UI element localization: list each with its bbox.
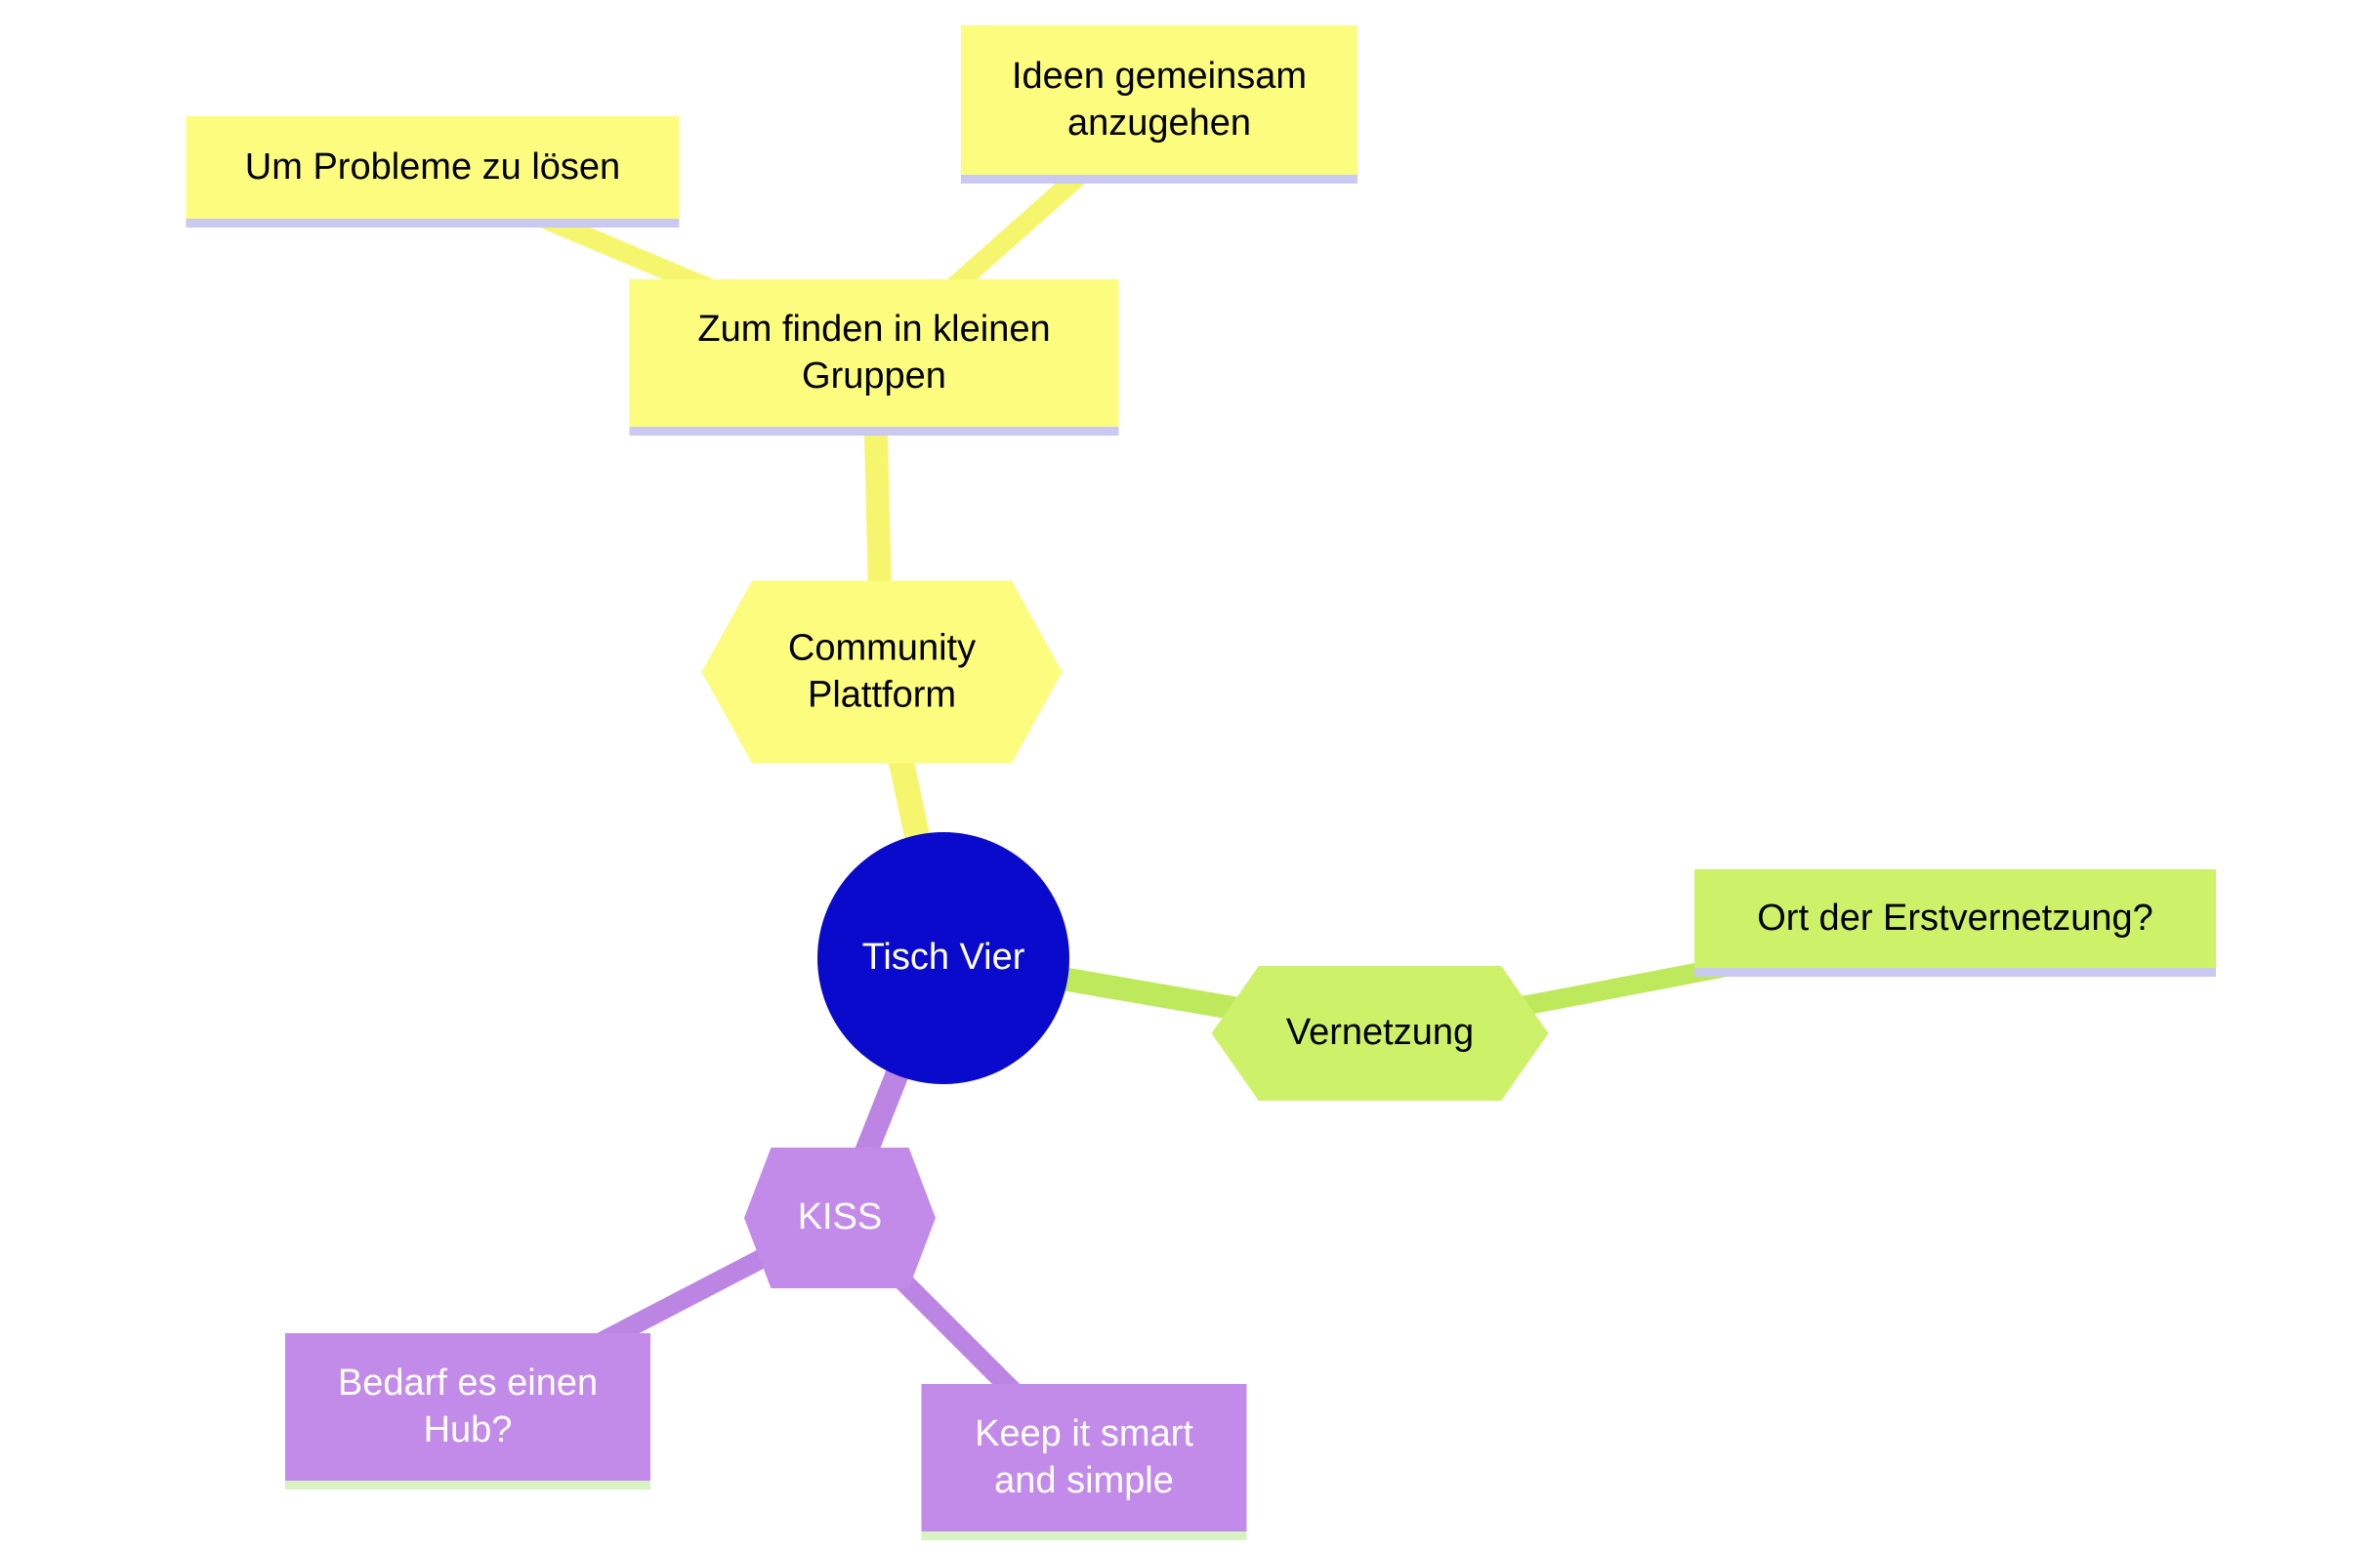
node-ort-der-erstvernetzung[interactable]: Ort der Erstvernetzung?	[1694, 869, 2216, 977]
node-root-tisch-vier[interactable]: Tisch Vier	[817, 832, 1069, 1084]
node-vernetzung[interactable]: Vernetzung	[1211, 966, 1549, 1101]
node-um-probleme-zu-loesen[interactable]: Um Probleme zu lösen	[186, 116, 680, 228]
node-community-plattform[interactable]: Community Plattform	[701, 580, 1063, 764]
node-bedarf-es-einen-hub[interactable]: Bedarf es einen Hub?	[285, 1333, 650, 1489]
node-zum-finden-in-kleinen-gruppen[interactable]: Zum finden in kleinen Gruppen	[629, 279, 1119, 436]
node-ideen-gemeinsam-anzugehen[interactable]: Ideen gemeinsam anzugehen	[961, 25, 1357, 184]
node-keep-it-smart-and-simple[interactable]: Keep it smart and simple	[921, 1384, 1247, 1540]
node-kiss[interactable]: KISS	[744, 1148, 936, 1288]
